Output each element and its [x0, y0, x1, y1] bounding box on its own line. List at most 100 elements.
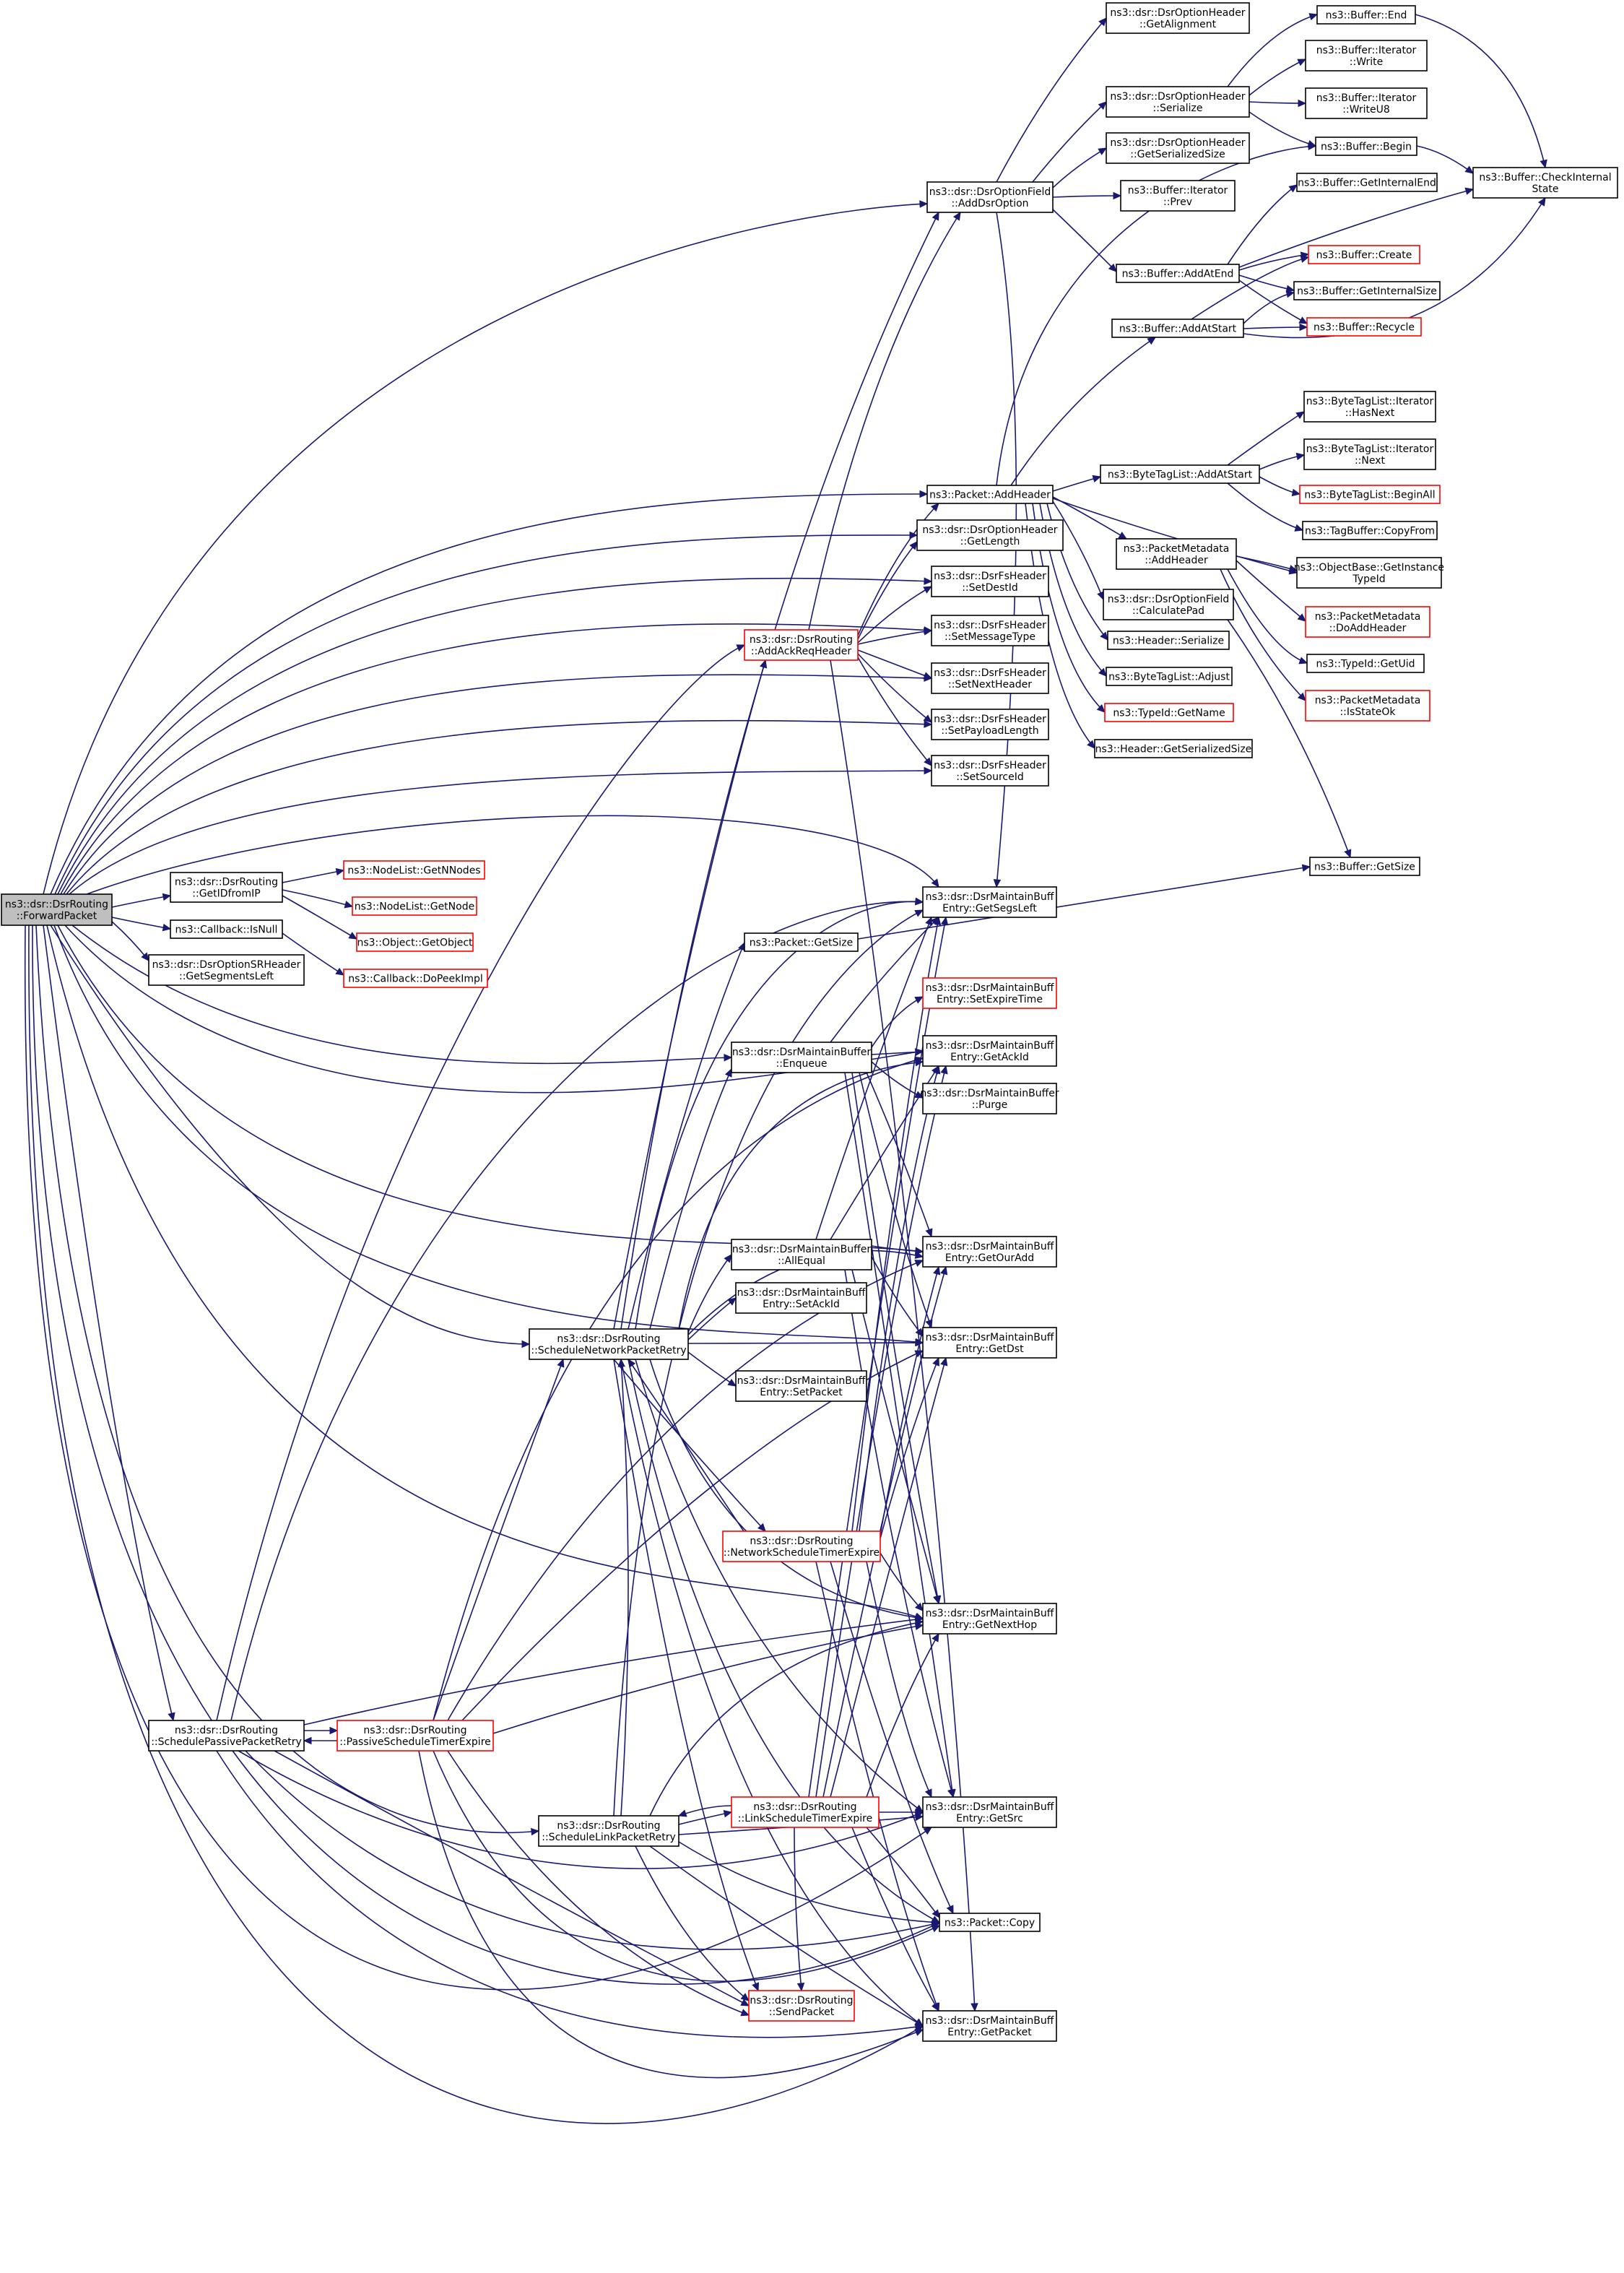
node-iterWriteU8[interactable]: ns3::Buffer::Iterator::WriteU8 — [1305, 87, 1428, 119]
edge-arrowhead — [617, 1358, 625, 1367]
node-label: ns3::dsr::DsrFsHeader — [934, 760, 1046, 771]
node-tidGetUid[interactable]: ns3::TypeId::GetUid — [1306, 654, 1425, 673]
node-box — [1094, 739, 1253, 758]
node-bufAddAtStart[interactable]: ns3::Buffer::AddAtStart — [1111, 319, 1244, 338]
node-forward[interactable]: ns3::dsr::DsrRouting::ForwardPacket — [1, 893, 113, 926]
edge-arrowhead — [915, 1808, 924, 1817]
node-sendPacket[interactable]: ns3::dsr::DsrRouting::SendPacket — [748, 1990, 855, 2022]
node-box — [722, 1531, 881, 1562]
node-setDestId[interactable]: ns3::dsr::DsrFsHeader::SetDestId — [931, 566, 1049, 597]
node-bufCreate[interactable]: ns3::Buffer::Create — [1308, 245, 1420, 264]
node-setExpire[interactable]: ns3::dsr::DsrMaintainBuffEntry::SetExpir… — [922, 977, 1057, 1009]
node-tagCopyFrom[interactable]: ns3::TagBuffer::CopyFrom — [1302, 521, 1438, 540]
edge-arrowhead — [724, 1068, 732, 1078]
node-setNextHeader[interactable]: ns3::dsr::DsrFsHeader::SetNextHeader — [931, 662, 1049, 694]
node-bufAddAtEnd[interactable]: ns3::Buffer::AddAtEnd — [1116, 264, 1240, 283]
node-pmAddHeader[interactable]: ns3::PacketMetadata::AddHeader — [1116, 538, 1237, 570]
edge-btlAddAtStart-to-btlHasNext — [1227, 411, 1305, 466]
node-btlHasNext[interactable]: ns3::ByteTagList::Iterator::HasNext — [1303, 391, 1436, 423]
edge-arrowhead — [931, 1925, 941, 1933]
node-label: ns3::Buffer::GetInternalSize — [1297, 286, 1437, 298]
node-iterPrev[interactable]: ns3::Buffer::Iterator::Prev — [1120, 180, 1236, 212]
node-addHeader[interactable]: ns3::Packet::AddHeader — [926, 485, 1054, 504]
edge-enqueue-to-getSegsLeft — [830, 917, 939, 1043]
edge-arrowhead — [740, 1999, 750, 2006]
node-bufRecycle[interactable]: ns3::Buffer::Recycle — [1306, 317, 1422, 337]
node-label: ns3::dsr::DsrMaintainBuffer — [732, 1244, 871, 1255]
node-getNNodes[interactable]: ns3::NodeList::GetNNodes — [343, 860, 485, 880]
node-optGetLength[interactable]: ns3::dsr::DsrOptionHeader::GetLength — [916, 519, 1064, 551]
node-schedLink[interactable]: ns3::dsr::DsrRouting::ScheduleLinkPacket… — [538, 1815, 679, 1847]
node-btlNext[interactable]: ns3::ByteTagList::Iterator::Next — [1303, 438, 1436, 470]
node-purge[interactable]: ns3::dsr::DsrMaintainBuffer::Purge — [920, 1083, 1059, 1114]
edge-arrowhead — [1098, 147, 1108, 155]
node-schedNet[interactable]: ns3::dsr::DsrRouting::ScheduleNetworkPac… — [529, 1328, 689, 1360]
node-setPayloadLen[interactable]: ns3::dsr::DsrFsHeader::SetPayloadLength — [931, 709, 1049, 740]
node-label: ns3::dsr::DsrOptionHeader — [1110, 91, 1245, 103]
node-btlBeginAll[interactable]: ns3::ByteTagList::BeginAll — [1299, 485, 1441, 504]
node-getIDfromIP[interactable]: ns3::dsr::DsrRouting::GetIDfromIP — [170, 872, 283, 903]
node-isNull[interactable]: ns3::Callback::IsNull — [170, 919, 283, 939]
node-hdrGetSerSize[interactable]: ns3::Header::GetSerializedSize — [1094, 739, 1253, 758]
node-passiveExpire[interactable]: ns3::dsr::DsrRouting::PassiveScheduleTim… — [336, 1720, 494, 1752]
node-label: ns3::dsr::DsrMaintainBuff — [926, 1801, 1054, 1813]
edge-arrowhead — [1344, 849, 1352, 859]
node-optGetSerSize[interactable]: ns3::dsr::DsrOptionHeader::GetSerialized… — [1106, 132, 1250, 164]
node-addDsrOption[interactable]: ns3::dsr::DsrOptionField::AddDsrOption — [926, 181, 1054, 213]
node-setPacket[interactable]: ns3::dsr::DsrMaintainBuffEntry::SetPacke… — [735, 1370, 867, 1402]
node-box — [343, 969, 488, 988]
node-optGetAlign[interactable]: ns3::dsr::DsrOptionHeader::GetAlignment — [1106, 2, 1250, 34]
node-pmDoAdd[interactable]: ns3::PacketMetadata::DoAddHeader — [1305, 606, 1430, 638]
node-getObject[interactable]: ns3::Object::GetObject — [356, 932, 474, 952]
node-bufGetSize[interactable]: ns3::Buffer::GetSize — [1309, 857, 1420, 876]
node-label: Entry::GetNextHop — [942, 1619, 1037, 1631]
edge-getIDfromIP-to-getNNodes — [282, 870, 344, 883]
node-iterWrite[interactable]: ns3::Buffer::Iterator::Write — [1305, 40, 1428, 72]
node-linkExpire[interactable]: ns3::dsr::DsrRouting::LinkScheduleTimerE… — [731, 1796, 880, 1828]
node-getNode[interactable]: ns3::NodeList::GetNode — [352, 896, 477, 916]
node-enqueue[interactable]: ns3::dsr::DsrMaintainBuffer::Enqueue — [731, 1042, 872, 1073]
node-pktGetSize[interactable]: ns3::Packet::GetSize — [744, 932, 859, 952]
node-label: ns3::Buffer::Iterator — [1128, 185, 1228, 196]
node-bufGetIntSize[interactable]: ns3::Buffer::GetInternalSize — [1293, 281, 1441, 300]
node-bufGetIntEnd[interactable]: ns3::Buffer::GetInternalEnd — [1296, 173, 1438, 192]
node-btlAdjust[interactable]: ns3::ByteTagList::Adjust — [1106, 667, 1233, 686]
node-hdrSerialize[interactable]: ns3::Header::Serialize — [1107, 631, 1230, 650]
node-setSourceId[interactable]: ns3::dsr::DsrFsHeader::SetSourceId — [931, 755, 1049, 787]
node-box — [922, 886, 1057, 918]
node-getSegLeftSR[interactable]: ns3::dsr::DsrOptionSRHeader::GetSegments… — [148, 954, 305, 986]
node-getPacket[interactable]: ns3::dsr::DsrMaintainBuffEntry::GetPacke… — [922, 2010, 1057, 2042]
node-box — [931, 566, 1049, 597]
node-bufEnd[interactable]: ns3::Buffer::End — [1316, 5, 1416, 25]
node-netExpire[interactable]: ns3::dsr::DsrRouting::NetworkScheduleTim… — [722, 1531, 881, 1562]
node-getSegsLeft[interactable]: ns3::dsr::DsrMaintainBuffEntry::GetSegsL… — [922, 886, 1057, 918]
node-schedPassive[interactable]: ns3::dsr::DsrRouting::SchedulePassivePac… — [148, 1720, 305, 1752]
node-calcPad[interactable]: ns3::dsr::DsrOptionField::CalculatePad — [1103, 589, 1234, 620]
node-doPeek[interactable]: ns3::Callback::DoPeekImpl — [343, 969, 488, 988]
node-box — [343, 860, 485, 880]
node-bufBegin[interactable]: ns3::Buffer::Begin — [1315, 137, 1417, 156]
edge-arrowhead — [1098, 667, 1107, 677]
node-box — [1100, 464, 1260, 484]
node-pktCopy[interactable]: ns3::Packet::Copy — [939, 1913, 1041, 1932]
node-getOurAdd[interactable]: ns3::dsr::DsrMaintainBuffEntry::GetOurAd… — [922, 1236, 1057, 1268]
node-setMsgType[interactable]: ns3::dsr::DsrFsHeader::SetMessageType — [931, 615, 1049, 646]
node-pmIsStateOk[interactable]: ns3::PacketMetadata::IsStateOk — [1305, 690, 1430, 722]
node-getNextHop[interactable]: ns3::dsr::DsrMaintainBuffEntry::GetNextH… — [922, 1603, 1057, 1635]
edge-arrowhead — [914, 996, 924, 1004]
node-addAck[interactable]: ns3::dsr::DsrRouting::AddAckReqHeader — [744, 629, 859, 661]
edge-addAck-to-setPayloadLen — [857, 653, 932, 723]
edge-netExpire-to-getAckId — [859, 1065, 939, 1532]
edge-arrowhead — [914, 2019, 924, 2027]
node-btlAddAtStart[interactable]: ns3::ByteTagList::AddAtStart — [1100, 464, 1260, 484]
node-optSerialize[interactable]: ns3::dsr::DsrOptionHeader::Serialize — [1106, 86, 1250, 118]
node-box — [926, 485, 1054, 504]
node-tidGetName[interactable]: ns3::TypeId::GetName — [1104, 703, 1234, 722]
node-allEqual[interactable]: ns3::dsr::DsrMaintainBuffer::AllEqual — [731, 1239, 872, 1270]
